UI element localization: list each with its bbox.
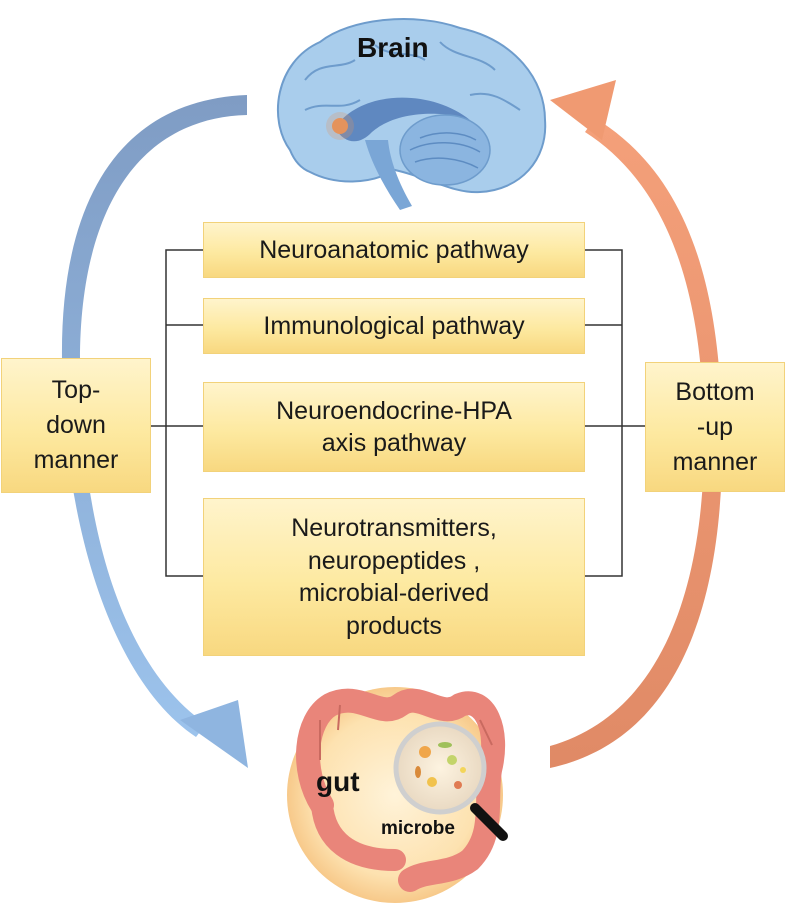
magnifier-icon bbox=[393, 721, 508, 841]
brain-illustration bbox=[276, 18, 547, 210]
connector-lines bbox=[151, 249, 645, 577]
gut-illustration bbox=[287, 687, 508, 903]
gut-label: gut bbox=[316, 766, 360, 797]
bottom-up-arrow bbox=[550, 80, 723, 768]
top-down-arrow bbox=[61, 95, 248, 768]
top-down-label: Top- down manner bbox=[1, 358, 151, 493]
pathway-neuroanatomic: Neuroanatomic pathway bbox=[203, 222, 585, 278]
pathway-immunological: Immunological pathway bbox=[203, 298, 585, 354]
microbe-label: microbe bbox=[381, 818, 455, 839]
bottom-up-label: Bottom -up manner bbox=[645, 362, 785, 492]
brain-label: Brain bbox=[357, 32, 429, 63]
pathway-neurotransmitters: Neurotransmitters, neuropeptides , micro… bbox=[203, 498, 585, 656]
pathway-neuroendocrine-hpa: Neuroendocrine-HPA axis pathway bbox=[203, 382, 585, 472]
